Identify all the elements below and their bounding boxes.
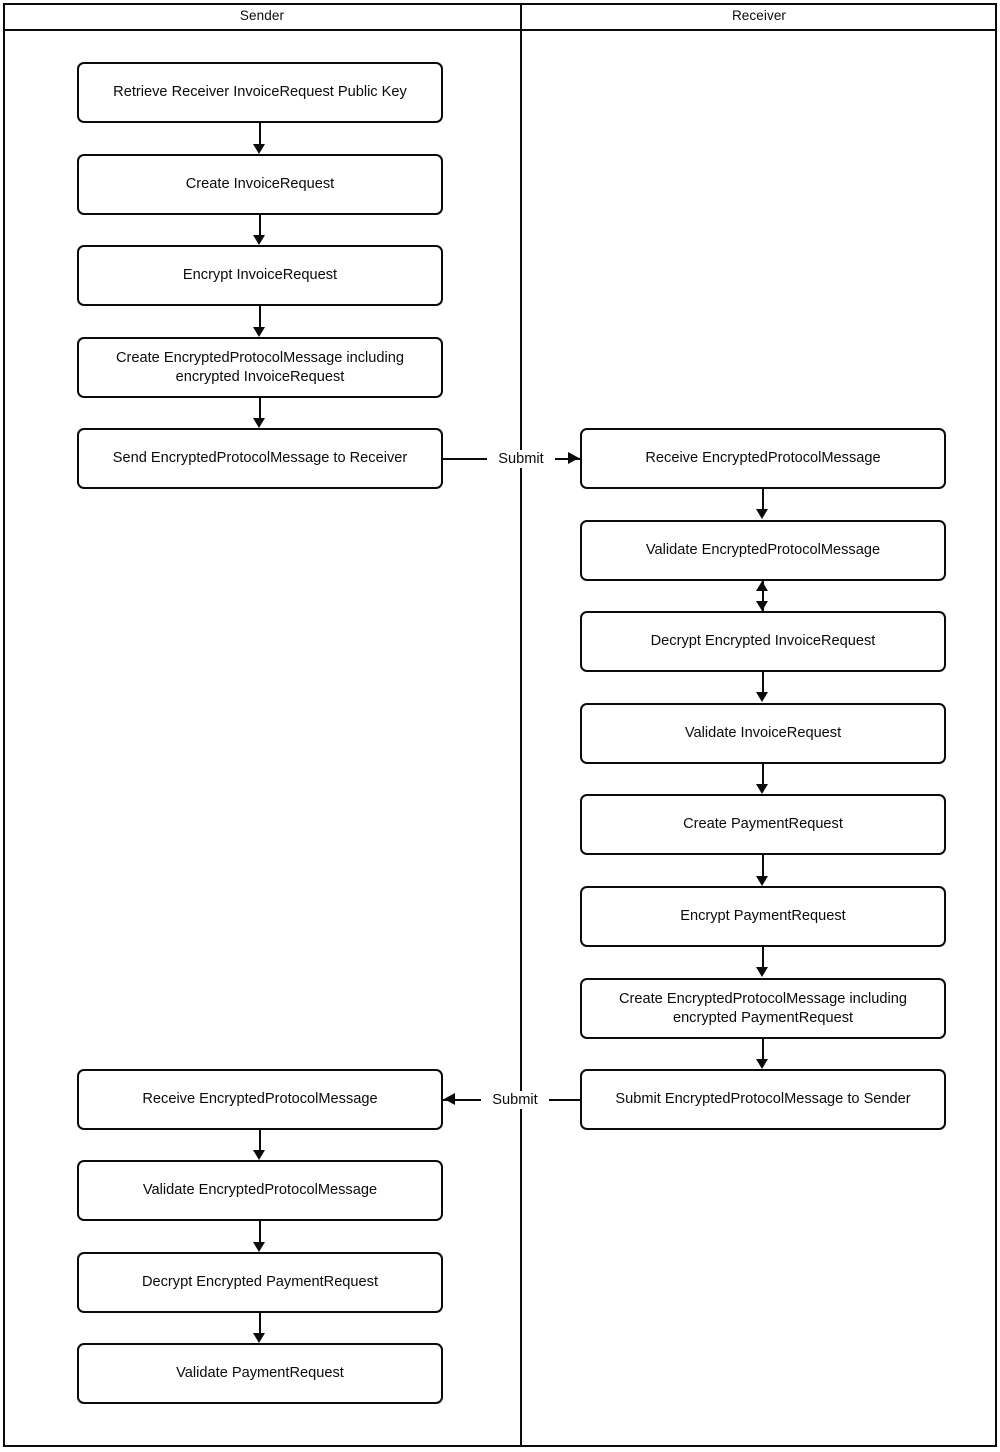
node-receiver-validate-encryptedprotocolmessage[interactable]: Validate EncryptedProtocolMessage xyxy=(580,520,946,581)
node-create-paymentrequest[interactable]: Create PaymentRequest xyxy=(580,794,946,855)
connector-r4-r5 xyxy=(762,764,764,785)
lane-vertical-divider xyxy=(520,3,522,1447)
arrowhead-s2-s3 xyxy=(253,235,265,245)
arrowhead-r1-r2 xyxy=(756,509,768,519)
arrowhead-r2-to-r3 xyxy=(756,601,768,611)
node-decrypt-encrypted-invoicerequest[interactable]: Decrypt Encrypted InvoiceRequest xyxy=(580,611,946,672)
arrowhead-r4-r5 xyxy=(756,784,768,794)
lane-header-divider xyxy=(3,29,997,31)
connector-r2-r3-bidirectional xyxy=(762,581,764,611)
arrowhead-r7-r8 xyxy=(756,1059,768,1069)
arrowhead-s7-s8 xyxy=(253,1242,265,1252)
node-submit-encryptedprotocolmessage-to-sender[interactable]: Submit EncryptedProtocolMessage to Sende… xyxy=(580,1069,946,1130)
node-encrypt-paymentrequest[interactable]: Encrypt PaymentRequest xyxy=(580,886,946,947)
node-sender-validate-encryptedprotocolmessage[interactable]: Validate EncryptedProtocolMessage xyxy=(77,1160,443,1221)
connector-r3-r4 xyxy=(762,672,764,693)
connector-s4-s5 xyxy=(259,398,261,419)
edge-label-submit-to-receiver: Submit xyxy=(487,450,555,468)
node-validate-invoicerequest[interactable]: Validate InvoiceRequest xyxy=(580,703,946,764)
connector-s3-s4 xyxy=(259,306,261,328)
node-send-encryptedprotocolmessage-to-receiver[interactable]: Send EncryptedProtocolMessage to Receive… xyxy=(77,428,443,489)
arrowhead-r6-r7 xyxy=(756,967,768,977)
connector-s7-s8 xyxy=(259,1221,261,1243)
lane-title-receiver: Receiver xyxy=(731,8,787,23)
arrowhead-s3-s4 xyxy=(253,327,265,337)
node-retrieve-receiver-public-key[interactable]: Retrieve Receiver InvoiceRequest Public … xyxy=(77,62,443,123)
connector-s8-s9 xyxy=(259,1313,261,1334)
node-receiver-receive-encryptedprotocolmessage[interactable]: Receive EncryptedProtocolMessage xyxy=(580,428,946,489)
arrowhead-s4-s5 xyxy=(253,418,265,428)
connector-r7-r8 xyxy=(762,1039,764,1060)
connector-r6-r7 xyxy=(762,947,764,968)
node-validate-paymentrequest[interactable]: Validate PaymentRequest xyxy=(77,1343,443,1404)
connector-r1-r2 xyxy=(762,489,764,510)
arrowhead-s1-s2 xyxy=(253,144,265,154)
node-encrypt-invoicerequest[interactable]: Encrypt InvoiceRequest xyxy=(77,245,443,306)
arrowhead-r3-r4 xyxy=(756,692,768,702)
connector-r5-r6 xyxy=(762,855,764,877)
node-create-encryptedprotocolmessage-paymentrequest[interactable]: Create EncryptedProtocolMessage includin… xyxy=(580,978,946,1039)
node-create-encryptedprotocolmessage-invoicerequest[interactable]: Create EncryptedProtocolMessage includin… xyxy=(77,337,443,398)
node-decrypt-encrypted-paymentrequest[interactable]: Decrypt Encrypted PaymentRequest xyxy=(77,1252,443,1313)
edge-label-submit-to-sender: Submit xyxy=(481,1091,549,1109)
arrowhead-s5-r1 xyxy=(568,452,579,464)
lane-title-sender: Sender xyxy=(239,8,285,23)
connector-s1-s2 xyxy=(259,123,261,145)
arrowhead-r5-r6 xyxy=(756,876,768,886)
arrowhead-s8-s9 xyxy=(253,1333,265,1343)
node-create-invoicerequest[interactable]: Create InvoiceRequest xyxy=(77,154,443,215)
arrowhead-r8-s6 xyxy=(444,1093,455,1105)
connector-s2-s3 xyxy=(259,215,261,236)
connector-s6-s7 xyxy=(259,1130,261,1151)
arrowhead-s6-s7 xyxy=(253,1150,265,1160)
arrowhead-r3-to-r2 xyxy=(756,581,768,591)
node-sender-receive-encryptedprotocolmessage[interactable]: Receive EncryptedProtocolMessage xyxy=(77,1069,443,1130)
